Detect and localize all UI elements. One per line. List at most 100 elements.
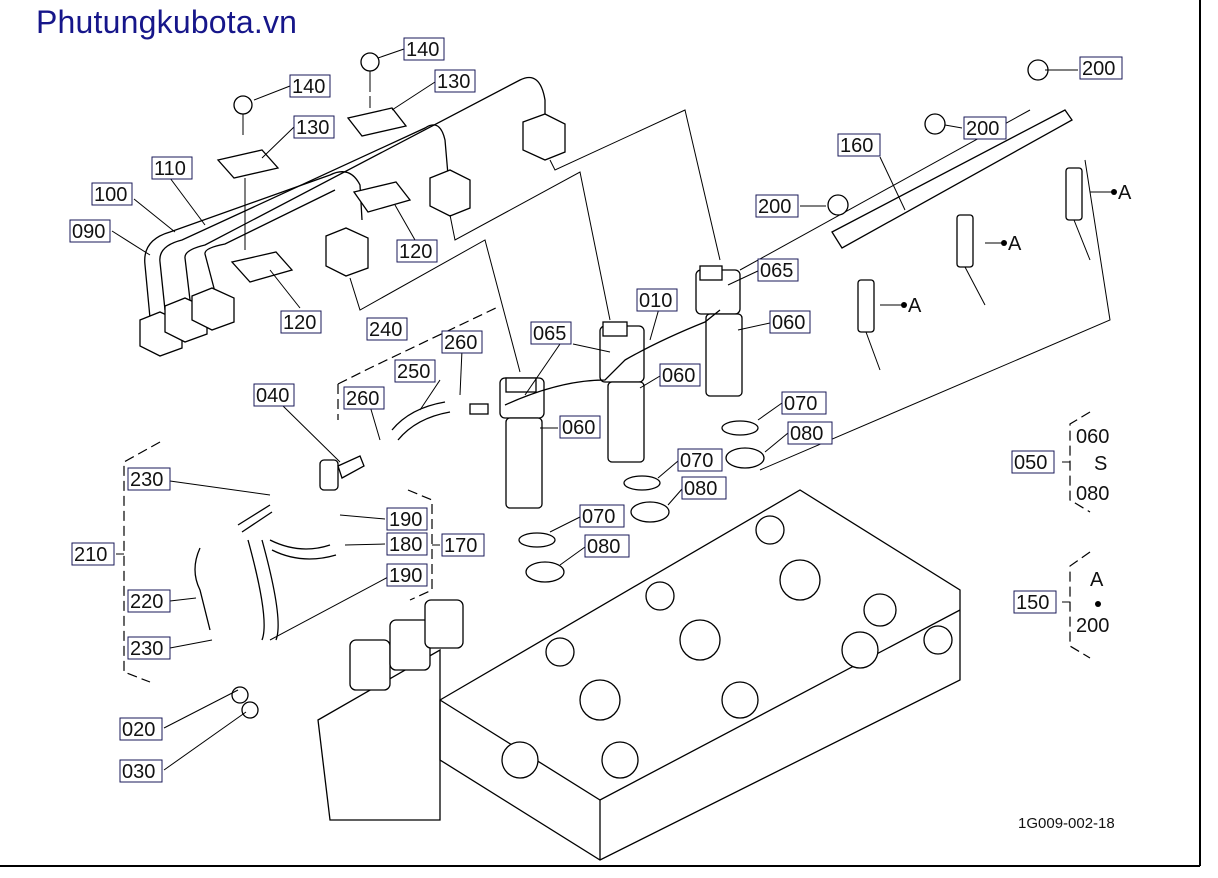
- callout-230-b: 230: [127, 636, 171, 660]
- callout-200-b: 200: [963, 116, 1007, 140]
- callout-020: 020: [119, 717, 163, 741]
- callout-040: 040: [253, 383, 295, 407]
- svg-text:200: 200: [1076, 615, 1109, 637]
- callout-160: 160: [837, 133, 881, 157]
- svg-text:080: 080: [684, 478, 717, 500]
- svg-text:190: 190: [389, 509, 422, 531]
- mark-a-1: A: [908, 295, 922, 317]
- brand-watermark: Phutungkubota.vn: [36, 4, 298, 40]
- svg-text:060: 060: [772, 312, 805, 334]
- svg-text:020: 020: [122, 719, 155, 741]
- svg-text:220: 220: [130, 591, 163, 613]
- callout-210: 210: [71, 542, 115, 566]
- callout-140-a: 140: [289, 74, 331, 98]
- svg-text:065: 065: [760, 260, 793, 282]
- svg-text:180: 180: [389, 534, 422, 556]
- callout-010: 010: [636, 288, 678, 312]
- callout-240: 240: [366, 317, 408, 341]
- callout-120-b: 120: [280, 310, 322, 334]
- drawing-code: 1G009-002-18: [1018, 815, 1115, 832]
- svg-text:090: 090: [72, 221, 105, 243]
- svg-text:230: 230: [130, 638, 163, 660]
- svg-text:260: 260: [444, 332, 477, 354]
- callout-120-a: 120: [396, 239, 438, 263]
- svg-text:210: 210: [74, 544, 107, 566]
- svg-text:050: 050: [1014, 452, 1047, 474]
- svg-text:060: 060: [1076, 426, 1109, 448]
- svg-text:230: 230: [130, 469, 163, 491]
- callout-050: 050: [1011, 450, 1055, 474]
- svg-text:080: 080: [790, 423, 823, 445]
- guide-lines: [244, 96, 1111, 471]
- svg-text:160: 160: [840, 135, 873, 157]
- callout-090: 090: [69, 219, 111, 243]
- svg-text:A: A: [1090, 569, 1104, 591]
- svg-text:120: 120: [283, 312, 316, 334]
- callout-060-c: 060: [559, 415, 601, 439]
- svg-text:100: 100: [94, 184, 127, 206]
- svg-text:060: 060: [562, 417, 595, 439]
- svg-text:200: 200: [758, 196, 791, 218]
- glow-plugs: [827, 59, 1117, 371]
- callout-060-b: 060: [659, 363, 701, 387]
- callout-070-a: 070: [781, 391, 827, 415]
- callout-labels: 140 140 130 130 110 100 090 120 120 240 …: [69, 37, 1123, 783]
- callout-150: 150: [1013, 590, 1057, 614]
- svg-text:060: 060: [662, 365, 695, 387]
- svg-text:140: 140: [292, 76, 325, 98]
- callout-080-c: 080: [584, 534, 630, 558]
- svg-text:110: 110: [154, 158, 186, 180]
- callout-220: 220: [127, 589, 171, 613]
- svg-text:140: 140: [406, 39, 439, 61]
- svg-text:260: 260: [346, 388, 379, 410]
- callout-260-a: 260: [441, 330, 483, 354]
- svg-text:120: 120: [399, 241, 432, 263]
- callout-030: 030: [119, 759, 163, 783]
- callout-200-a: 200: [1079, 56, 1123, 80]
- svg-text:250: 250: [397, 361, 430, 383]
- callout-130-b: 130: [434, 69, 476, 93]
- svg-text:S: S: [1094, 453, 1107, 475]
- svg-text:080: 080: [587, 536, 620, 558]
- reference-marks: A A A: [908, 182, 1132, 317]
- svg-text:065: 065: [533, 323, 566, 345]
- callout-260-b: 260: [343, 386, 385, 410]
- callout-230-a: 230: [127, 467, 171, 491]
- callout-100: 100: [91, 182, 133, 206]
- hose-assembly: [194, 401, 489, 719]
- svg-text:240: 240: [369, 319, 402, 341]
- svg-text:170: 170: [444, 535, 477, 557]
- svg-text:150: 150: [1016, 592, 1049, 614]
- callout-190-b: 190: [386, 563, 428, 587]
- callout-180: 180: [386, 532, 428, 556]
- injection-pipes: [139, 76, 566, 357]
- callout-060-a: 060: [769, 310, 811, 334]
- svg-text:070: 070: [582, 506, 615, 528]
- callout-170: 170: [441, 533, 485, 557]
- svg-text:130: 130: [296, 117, 329, 139]
- group-150-contents: A 200: [1076, 569, 1109, 637]
- svg-text:200: 200: [1082, 58, 1115, 80]
- svg-text:130: 130: [437, 71, 470, 93]
- group-050-contents: 060 S 080: [1076, 426, 1109, 505]
- mark-a-3: A: [1118, 182, 1132, 204]
- svg-text:010: 010: [639, 290, 672, 312]
- group-brackets: [116, 305, 1091, 683]
- injector-nozzles: [499, 265, 765, 583]
- svg-text:040: 040: [256, 385, 289, 407]
- callout-065-a: 065: [530, 321, 572, 345]
- callout-140-b: 140: [403, 37, 445, 61]
- callout-070-c: 070: [579, 504, 625, 528]
- callout-080-b: 080: [681, 476, 727, 500]
- cylinder-head: [317, 489, 961, 861]
- mark-a-2: A: [1008, 233, 1022, 255]
- svg-text:070: 070: [680, 450, 713, 472]
- leader-lines: [111, 48, 1078, 771]
- svg-text:200: 200: [966, 118, 999, 140]
- callout-080-a: 080: [787, 421, 833, 445]
- callout-200-c: 200: [755, 194, 799, 218]
- callout-110: 110: [151, 156, 193, 180]
- callout-130-a: 130: [293, 115, 335, 139]
